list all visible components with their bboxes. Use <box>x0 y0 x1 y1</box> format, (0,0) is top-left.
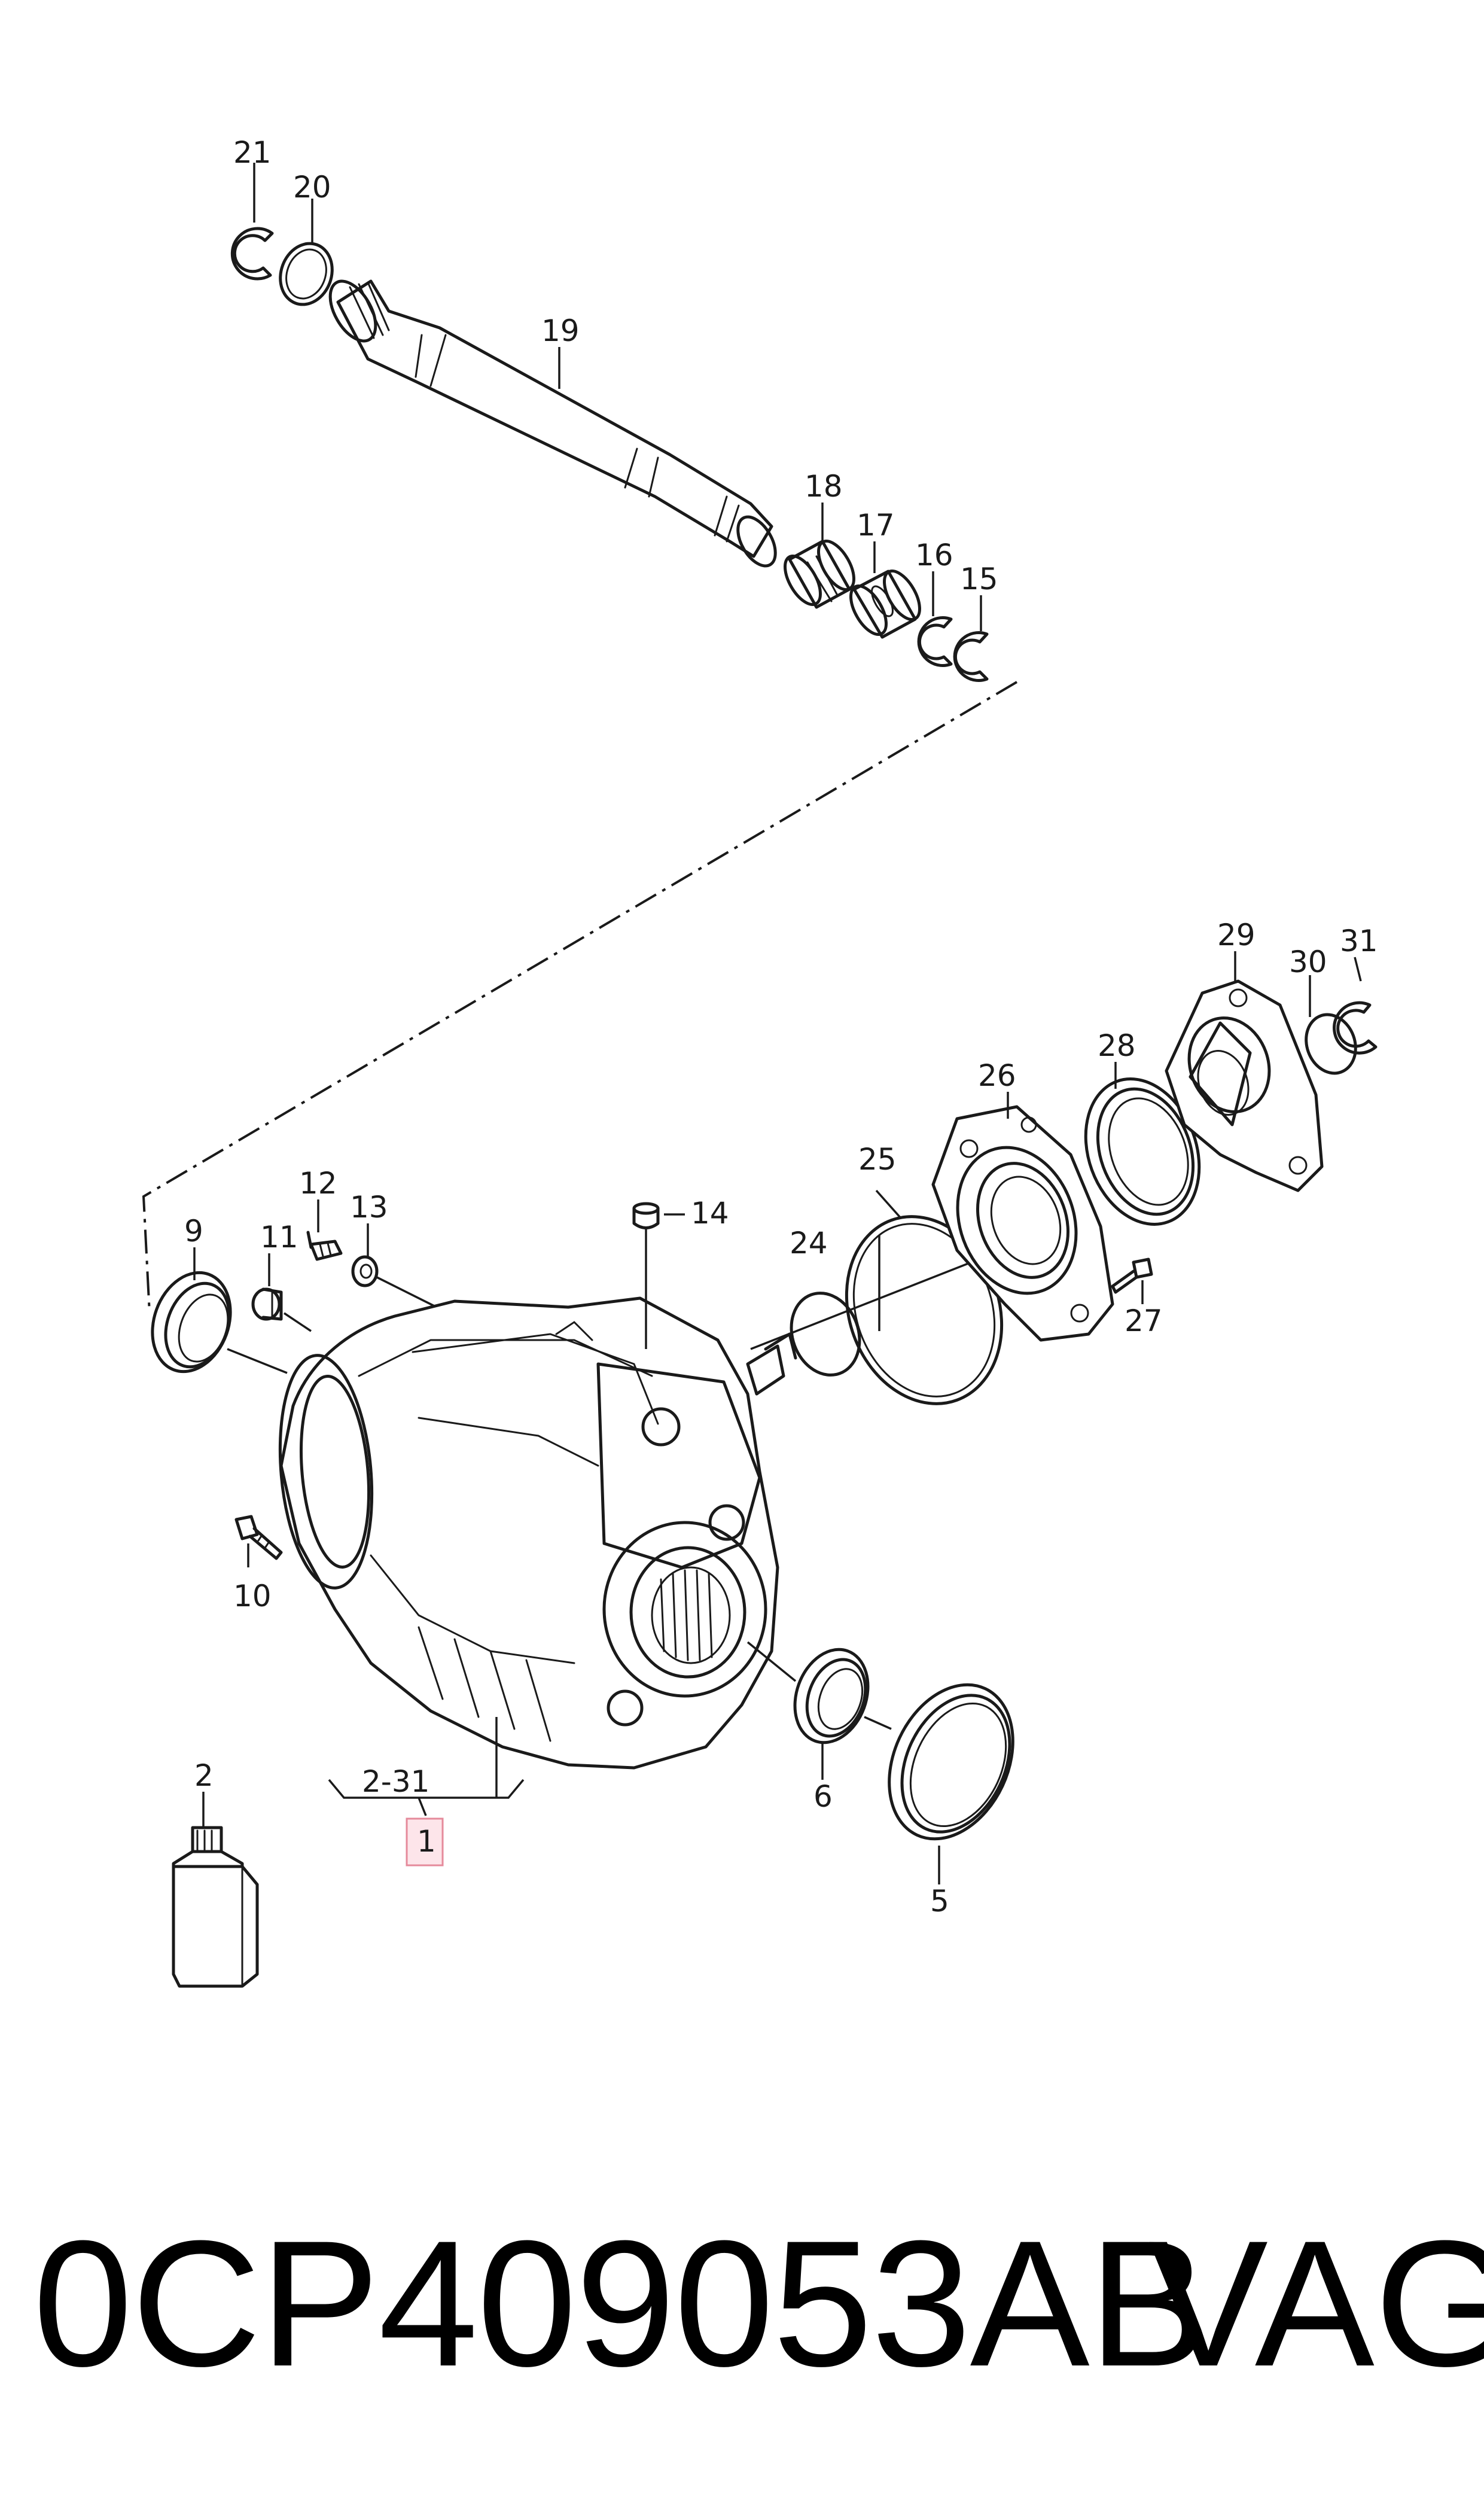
callout-15: 15 <box>960 562 998 596</box>
callout-6: 6 <box>813 1779 833 1814</box>
callout-10: 10 <box>233 1579 272 1613</box>
callout-13: 13 <box>350 1190 388 1225</box>
cap-14 <box>632 1202 660 1229</box>
callout-27: 27 <box>1125 1304 1163 1338</box>
o-ring-30 <box>1305 1013 1357 1075</box>
o-ring-20 <box>279 242 334 306</box>
callout-12: 12 <box>299 1166 337 1201</box>
transfer-case-housing-1 <box>278 1296 797 1770</box>
callout-5: 5 <box>930 1884 949 1919</box>
callout-24: 24 <box>790 1226 828 1260</box>
callout-26: 26 <box>978 1058 1016 1093</box>
circlip-15 <box>953 631 989 682</box>
bolt-10 <box>234 1515 283 1560</box>
assembly-path <box>142 681 1018 1314</box>
o-ring-24 <box>790 1292 861 1377</box>
washer-13 <box>351 1255 379 1287</box>
part-1-highlight-box <box>406 1817 444 1867</box>
part-number: 0CP409053AB <box>33 2203 1208 2404</box>
seal-9 <box>151 1271 232 1374</box>
callout-1: 1 <box>417 1824 436 1859</box>
oil-bottle-2 <box>172 1826 259 1988</box>
vent-12 <box>306 1231 343 1261</box>
callout-31: 31 <box>1340 924 1378 958</box>
drive-shaft-19 <box>328 279 777 568</box>
callout-16: 16 <box>915 538 953 573</box>
brand-label: VAG <box>1148 2203 1484 2404</box>
needle-bearing-18 <box>784 540 855 609</box>
callout-18: 18 <box>805 469 843 504</box>
callout-17: 17 <box>857 508 895 543</box>
circlip-31 <box>1333 1001 1378 1055</box>
circlip-16 <box>917 616 953 667</box>
callout-range: 2-31 <box>362 1764 429 1799</box>
callout-14: 14 <box>691 1196 729 1231</box>
seal-5 <box>888 1683 1014 1841</box>
bearing-17 <box>849 570 921 639</box>
seal-6 <box>793 1648 870 1744</box>
callout-2: 2 <box>194 1758 214 1793</box>
callout-30: 30 <box>1289 945 1327 979</box>
plug-11 <box>251 1287 283 1321</box>
flange-housing-26 <box>931 1105 1114 1342</box>
callout-29: 29 <box>1217 918 1256 952</box>
exploded-parts-diagram: 21 20 19 18 17 16 15 29 30 31 28 26 25 2… <box>142 135 1378 1988</box>
callout-9: 9 <box>184 1214 203 1249</box>
callout-28: 28 <box>1098 1028 1136 1063</box>
circlip-21 <box>230 227 274 281</box>
bolt-27 <box>1111 1258 1153 1294</box>
callout-21: 21 <box>233 135 272 170</box>
callout-20: 20 <box>293 170 331 205</box>
range-bracket <box>328 1779 525 1799</box>
callout-25: 25 <box>858 1142 897 1177</box>
callout-19: 19 <box>541 313 580 348</box>
callout-11: 11 <box>260 1220 298 1255</box>
output-flange-29 <box>1165 979 1324 1192</box>
